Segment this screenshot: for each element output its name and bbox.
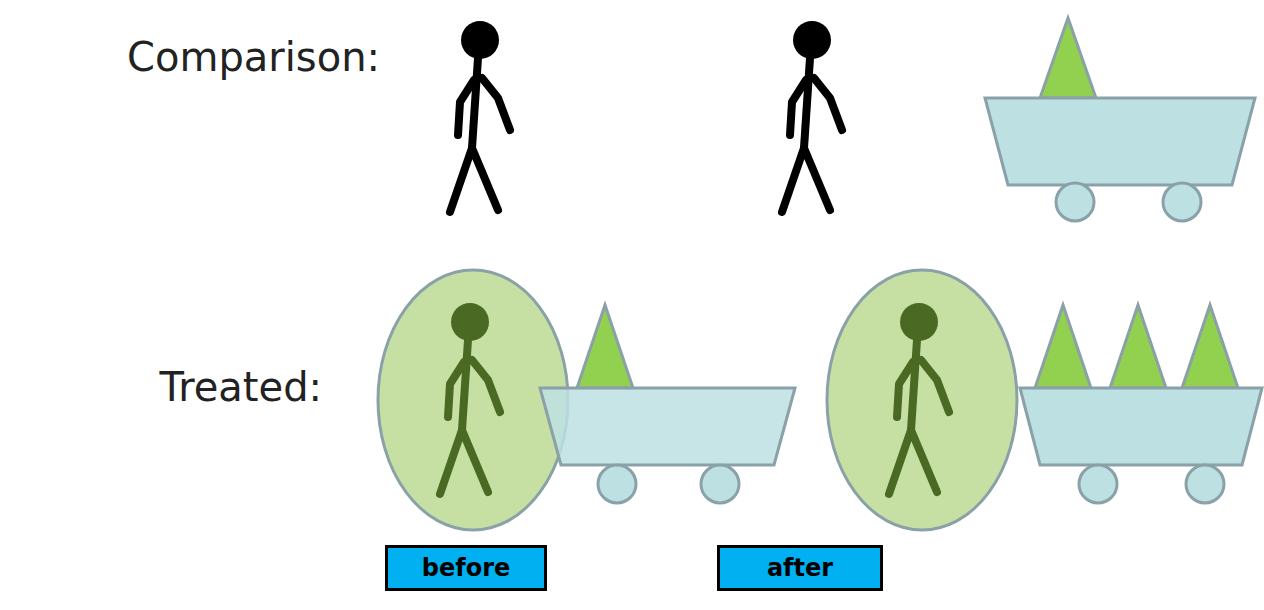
row-label: Treated: [160,364,322,410]
treatment-ellipse [827,270,1017,530]
cart-wheel [1056,183,1094,221]
stick-figure [440,303,500,494]
cart-wheel [598,465,636,503]
cart-body [1020,388,1262,465]
triangle-item [1040,18,1096,98]
triangle-item [1035,305,1091,388]
cart-wheel [1163,183,1201,221]
stick-figure [889,303,949,494]
period-box: after [717,545,883,591]
stick-figure [450,21,510,212]
period-label: before [422,554,511,582]
triangle-item [577,305,633,388]
cart-body [540,388,795,465]
triangle-item [1110,305,1166,388]
cart-wheel [1079,465,1117,503]
cart-body [985,98,1255,185]
row-label: Comparison: [127,34,380,80]
period-label: after [767,554,833,582]
treatment-ellipse [378,270,568,530]
period-box: before [385,545,547,591]
cart-wheel [1186,465,1224,503]
stick-figure [782,21,842,212]
triangle-item [1182,305,1238,388]
cart-wheel [701,465,739,503]
